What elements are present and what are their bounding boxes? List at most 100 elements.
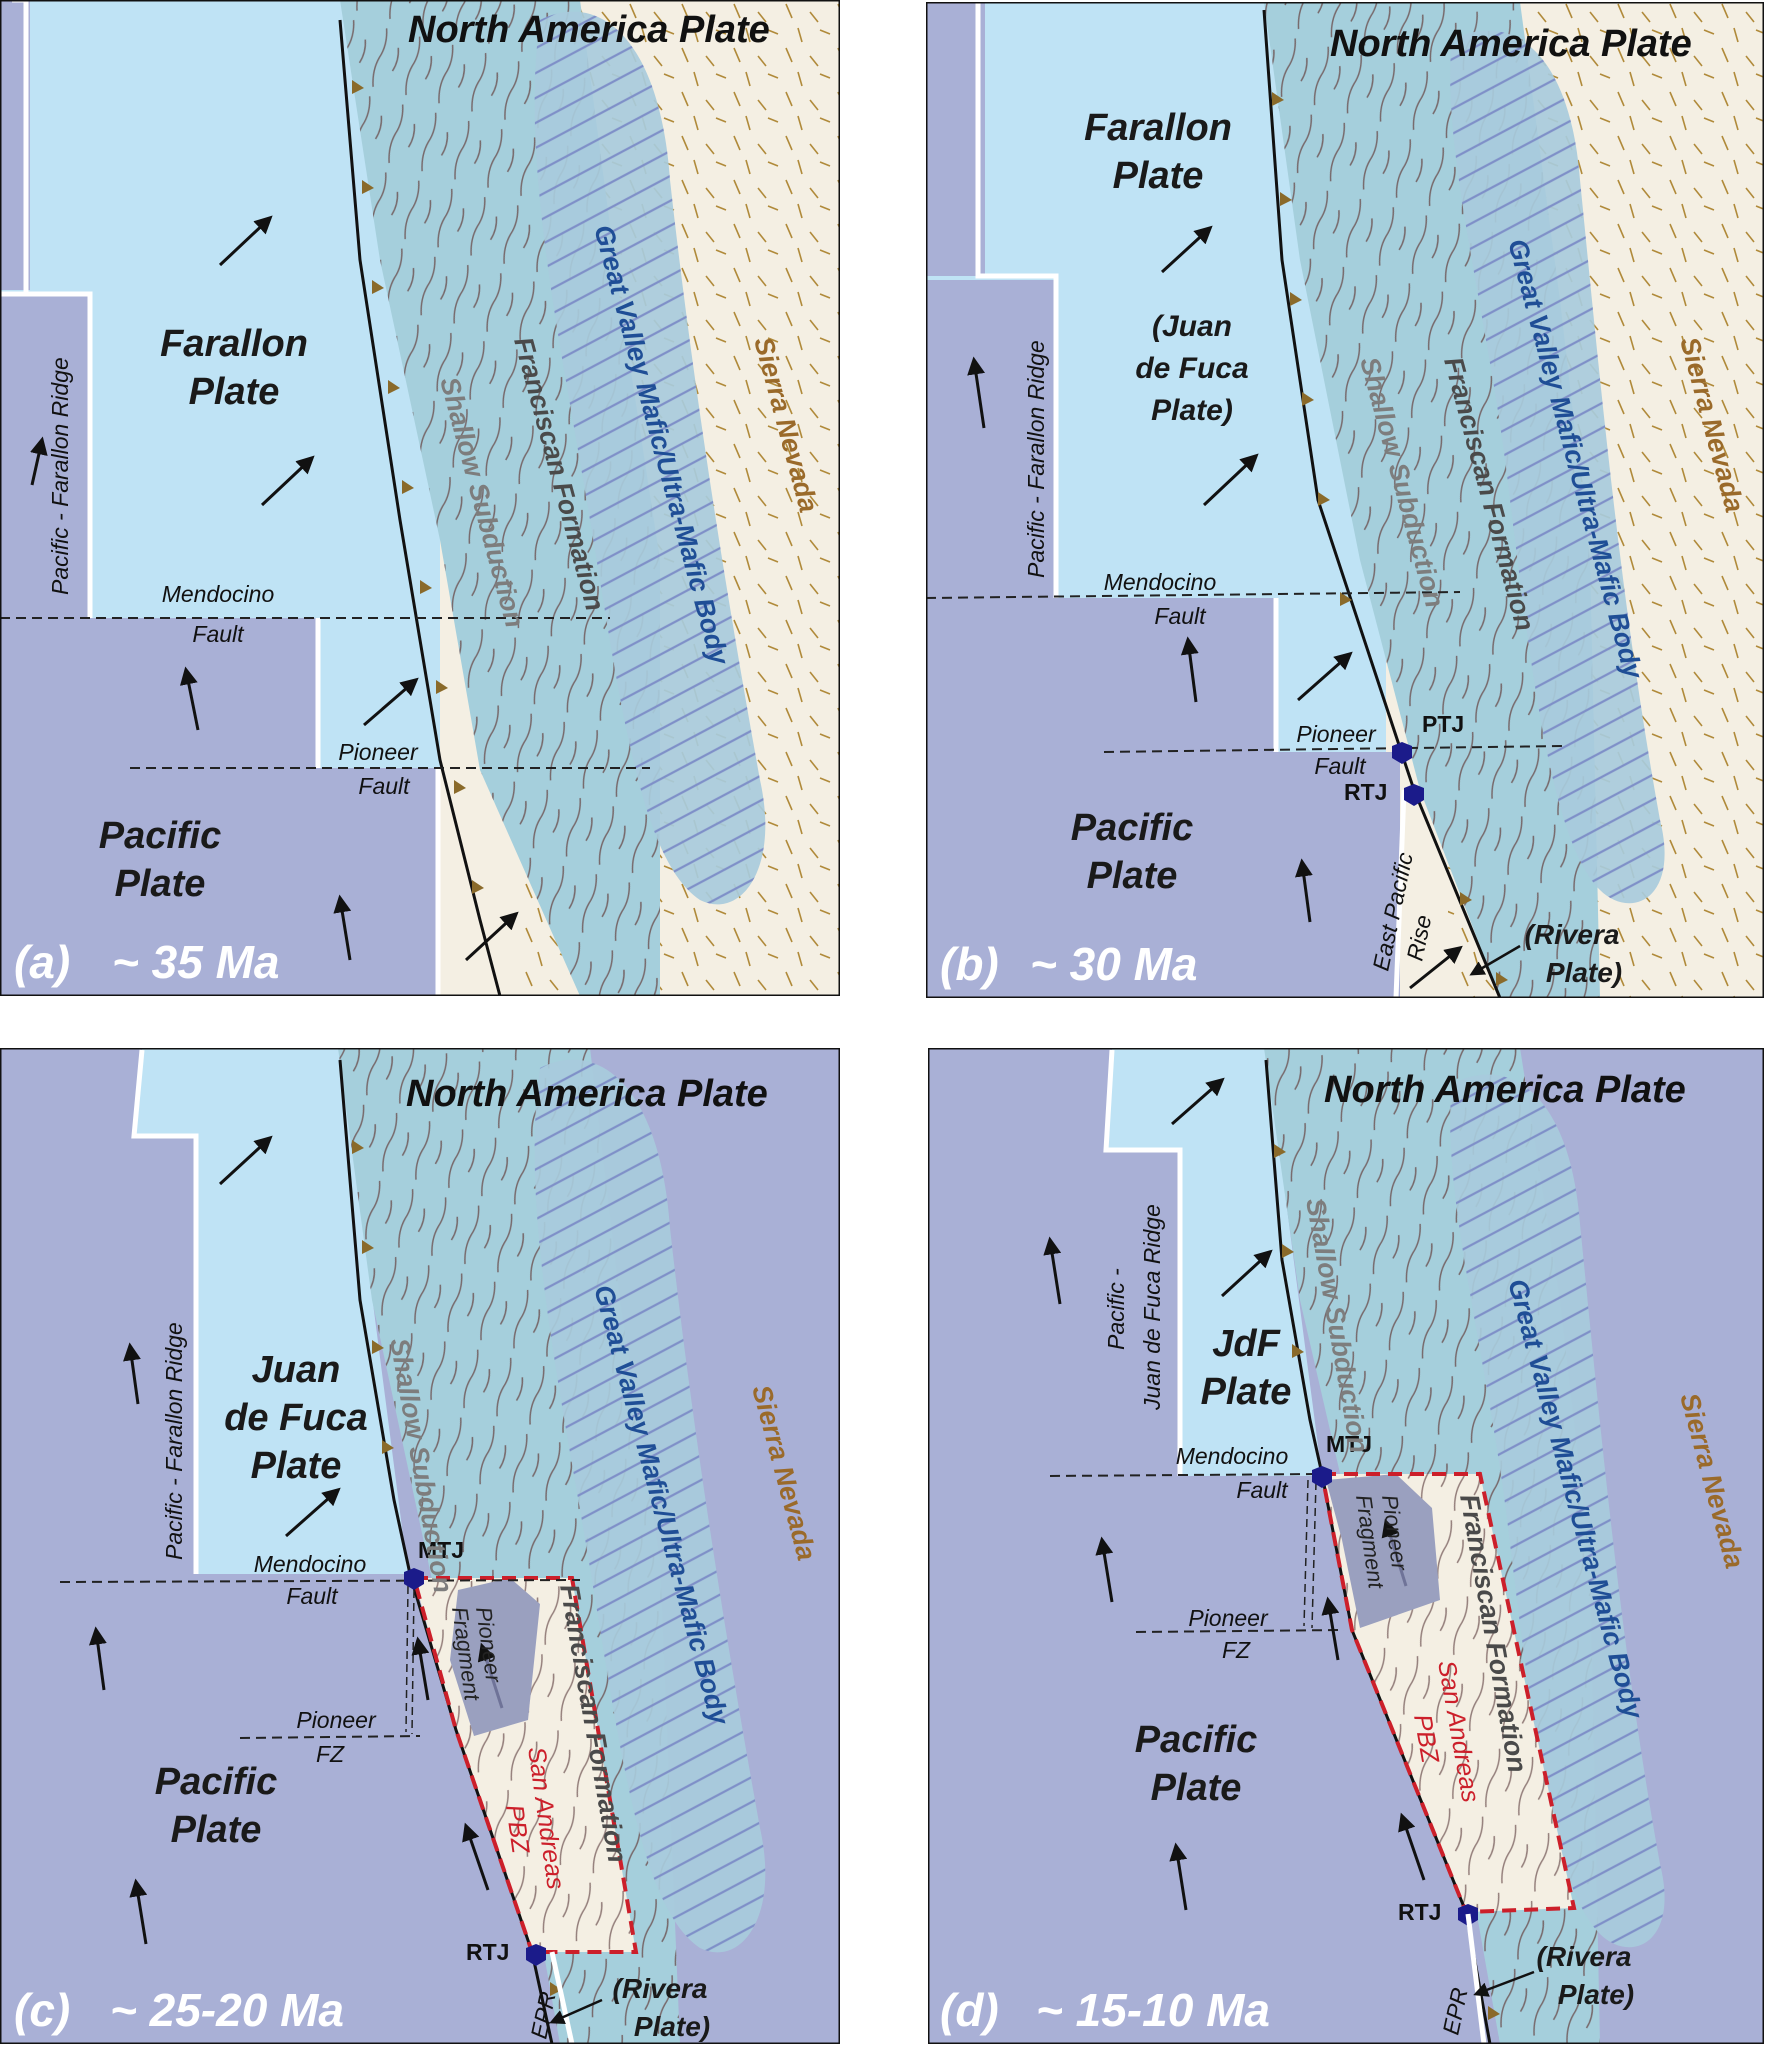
oceanic-plate-label-line1: JdF	[1212, 1323, 1281, 1365]
mendocino-fault-trace	[1049, 1473, 1321, 1477]
mendocino-label-line2: Fault	[1236, 1477, 1289, 1503]
ridge-segment	[131, 1049, 199, 1574]
pioneer-fz-trace	[1135, 1629, 1345, 1633]
mafic-hatching	[1450, 1074, 1665, 1948]
oceanic-plate-label-line2: de Fuca	[224, 1397, 368, 1439]
panel-label: (a)	[14, 936, 70, 988]
pioneer-label-line1: Pioneer	[338, 739, 419, 765]
pioneer-label-line1: Pioneer	[1296, 721, 1377, 747]
pacific-plate-label-line1: Pacific	[1135, 1719, 1258, 1761]
north-america-label: North America Plate	[406, 1073, 768, 1115]
mendocino-label-line2: Fault	[192, 621, 245, 647]
san-andreas-pbz-outline	[1319, 1472, 1577, 1915]
pioneer-label-line1: Pioneer	[296, 1707, 377, 1733]
pioneer-fz-trace	[239, 1735, 421, 1739]
trench-teeth	[1274, 1144, 1500, 2020]
pioneer-label-line2: Fault	[358, 773, 411, 799]
pacific-plate-label-line2: Plate	[1151, 1767, 1242, 1809]
jdf-plate-label-line3: Plate)	[1151, 394, 1233, 427]
pioneer-label-line1: Pioneer	[1188, 1605, 1269, 1631]
oceanic-plate-label-line1: Farallon	[160, 323, 308, 365]
ridge-segment	[975, 2, 1059, 598]
panel-label: (d)	[940, 1984, 999, 2036]
north-america-label: North America Plate	[1330, 23, 1692, 65]
mafic-hatching	[1450, 30, 1665, 904]
rtj-junction	[526, 1944, 546, 1966]
rivera-label-line1: (Rivera	[1537, 1941, 1632, 1972]
trench-teeth	[352, 1140, 562, 1996]
rtj-label: RTJ	[1344, 779, 1387, 805]
motion-arrows	[88, 1135, 490, 1945]
epr-ridge	[549, 1951, 575, 2044]
north-america-label: North America Plate	[1324, 1069, 1686, 1111]
oceanic-plate-label-line3: Plate	[251, 1445, 342, 1487]
mtj-label: MTJ	[418, 1537, 464, 1563]
pioneer-fz-offset	[1303, 1479, 1317, 1629]
pioneer-fragment	[450, 1578, 540, 1736]
panel-label: (b)	[940, 938, 999, 990]
pioneer-label-line2: Fault	[1314, 753, 1367, 779]
panel-b: North America Plate Farallon Plate (Juan…	[926, 2, 1764, 998]
ridge-segment	[1103, 1049, 1183, 1476]
pioneer-label-line2: FZ	[1222, 1637, 1251, 1663]
pacific-plate-label-line1: Pacific	[155, 1761, 278, 1803]
epr-ridge	[1465, 1913, 1487, 2044]
mtj-label: MTJ	[1326, 1431, 1372, 1457]
oceanic-plate-label-line2: Plate	[189, 371, 280, 413]
pacific-plate-area	[926, 2, 1400, 998]
pacific-plate-label-line1: Pacific	[99, 815, 222, 857]
rivera-label-line1: (Rivera	[1525, 919, 1620, 950]
san-andreas-pbz-outline	[411, 1576, 639, 1954]
rivera-pointer	[1469, 944, 1521, 976]
mendocino-label-line1: Mendocino	[254, 1551, 367, 1577]
rivera-pointer	[1473, 1970, 1535, 1997]
pacific-plate-label-line2: Plate	[171, 1809, 262, 1851]
panel-a: North America Plate Farallon Plate Pacif…	[0, 0, 840, 996]
panel-c: North America Plate Juan de Fuca Plate P…	[0, 1048, 840, 2044]
rtj-label: RTJ	[466, 1939, 509, 1965]
ridge-label: Pacific - Farallon Ridge	[161, 1322, 187, 1560]
ptj-label: PTJ	[1422, 711, 1464, 737]
rivera-label-line2: Plate)	[1546, 957, 1622, 988]
pacific-plate-area	[0, 0, 440, 996]
east-pacific-rise	[1393, 789, 1407, 998]
mendocino-label-line1: Mendocino	[162, 581, 275, 607]
pioneer-fragment	[1326, 1474, 1440, 1628]
jdf-plate-area	[1106, 1048, 1322, 1476]
jdf-plate-label-line1: (Juan	[1152, 310, 1232, 343]
subduction-trench	[338, 19, 502, 996]
jdf-plate-label-line2: de Fuca	[1135, 352, 1248, 385]
oceanic-plate-label-line2: Plate	[1201, 1371, 1292, 1413]
ridge-segment	[12, 0, 29, 292]
fragment-arrow	[477, 1642, 504, 1709]
trench-teeth	[1272, 92, 1508, 986]
rivera-label-line1: (Rivera	[613, 1973, 708, 2004]
pioneer-fz-offset	[405, 1585, 415, 1735]
mtj-junction	[404, 1568, 424, 1590]
rtj-label: RTJ	[1398, 1899, 1441, 1925]
ridge-label-line2: Juan de Fuca Ridge	[1139, 1204, 1165, 1411]
rtj-junction	[1404, 784, 1424, 806]
rivera-pointer	[549, 1998, 603, 2025]
ridge-segment	[0, 291, 93, 618]
ridge-label: Pacific - Farallon Ridge	[47, 357, 73, 595]
pbz-label-line2: PBZ	[500, 1803, 535, 1856]
age-label: ~ 15-10 Ma	[1036, 1984, 1270, 2036]
pacific-plate-label-line1: Pacific	[1071, 807, 1194, 849]
pacific-plate-label-line2: Plate	[115, 863, 206, 905]
mtj-junction	[1312, 1466, 1332, 1488]
mendocino-label-line2: Fault	[1154, 603, 1207, 629]
pioneer-label-line2: FZ	[316, 1741, 345, 1767]
north-america-label: North America Plate	[408, 9, 770, 51]
mafic-hatching	[534, 1059, 766, 1953]
age-label: ~ 25-20 Ma	[110, 1984, 344, 2036]
trench-teeth	[352, 80, 484, 894]
age-label: ~ 35 Ma	[112, 936, 280, 988]
jdf-plate-area	[134, 1048, 408, 1574]
motion-arrows	[30, 215, 519, 962]
mendocino-fault-trace	[59, 1579, 581, 1583]
panel-label: (c)	[14, 1984, 70, 2036]
panel-d: North America Plate JdF Plate Pacific Pl…	[928, 1048, 1764, 2044]
mendocino-label-line2: Fault	[286, 1583, 339, 1609]
